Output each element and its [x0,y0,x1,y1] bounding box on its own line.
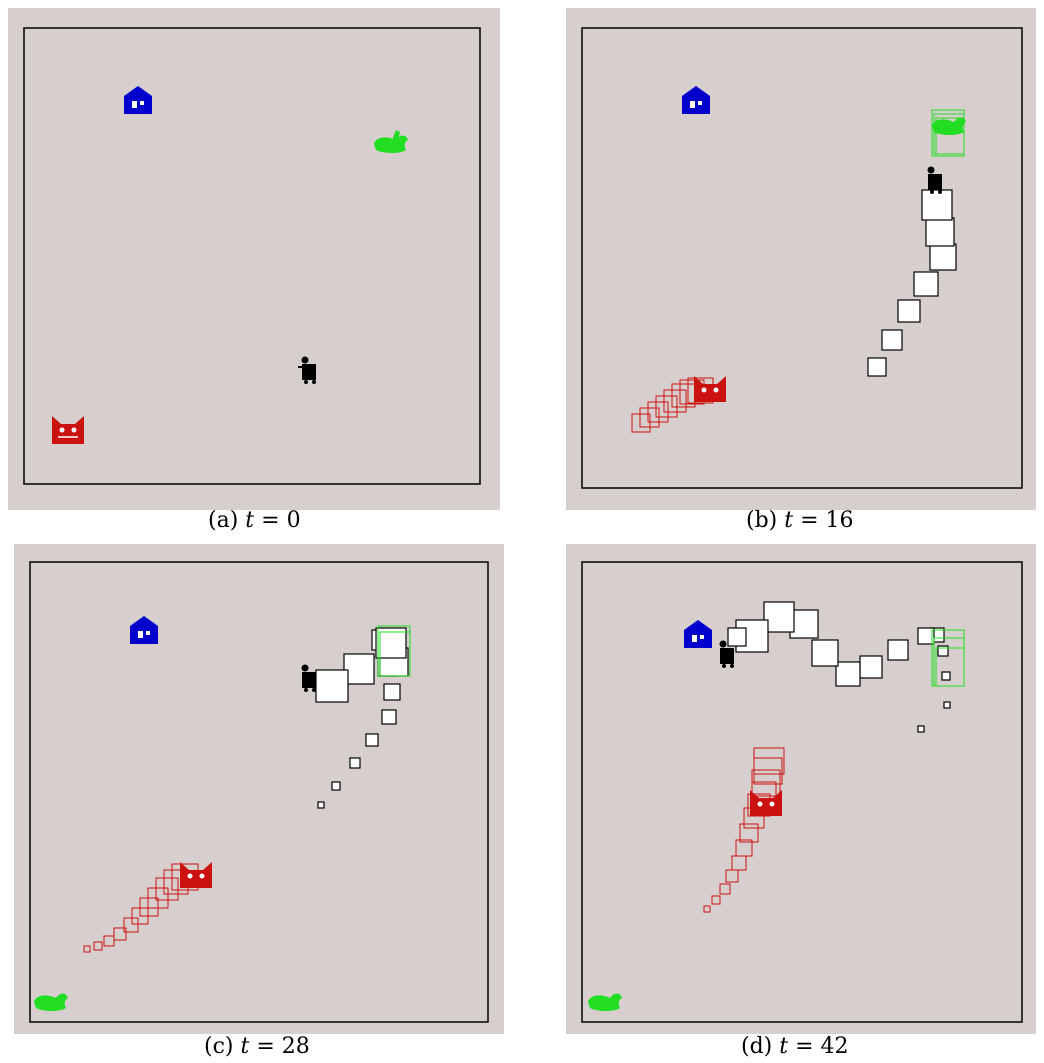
house-icon [130,616,158,644]
panel-a: (a) t = 0 [8,8,500,533]
arena-border [29,561,489,1023]
caption-label: (c) [204,1034,234,1059]
caption-value: 42 [820,1034,849,1059]
cat-icon [180,862,212,888]
caption-t: t [245,508,255,533]
caption-t: t [240,1034,250,1059]
caption-value: 28 [281,1034,310,1059]
panel-d: (d) t = 42 [566,544,1036,1059]
caption-label: (b) [746,508,778,533]
arena-c [14,544,504,1034]
caption-t: t [784,508,794,533]
agent-icon [927,166,942,194]
rabbit-icon [588,993,622,1011]
caption-value: 16 [825,508,854,533]
arena-a [8,8,500,510]
arena-background [566,8,1036,510]
arena-border [23,27,481,485]
arena-background [8,8,500,510]
house-icon [684,620,712,648]
rabbit-trail [931,629,965,687]
rabbit-icon [932,117,966,135]
panel-b: (b) t = 16 [566,8,1036,533]
house-icon [682,86,710,114]
caption-c: (c) t = 28 [204,1034,310,1059]
arena-border [581,561,1023,1023]
caption-eq: = [800,508,819,533]
agent-trail [867,189,957,377]
arena-border [581,27,1023,489]
cat-icon [694,376,726,402]
caption-b: (b) t = 16 [746,508,854,533]
arena-d [566,544,1036,1034]
caption-label: (a) [208,508,239,533]
arena-background [14,544,504,1034]
agent-icon [719,640,734,668]
rabbit-icon [374,130,408,153]
cat-trail [703,747,785,913]
caption-label: (d) [741,1034,773,1059]
cat-icon [52,416,84,444]
rabbit-trail [931,109,965,157]
caption-value: 0 [286,508,301,533]
caption-eq: = [261,508,280,533]
cat-trail [631,377,714,433]
agent-icon [301,664,316,692]
arena-b [566,8,1036,510]
agent-icon [298,356,316,384]
house-icon [124,86,152,114]
cat-icon [750,790,782,816]
caption-eq: = [256,1034,275,1059]
rabbit-trail [377,625,411,677]
caption-t: t [779,1034,789,1059]
rabbit-icon [34,993,68,1011]
panel-c: (c) t = 28 [14,544,504,1059]
caption-eq: = [795,1034,814,1059]
caption-a: (a) t = 0 [208,508,301,533]
agent-trail [727,601,951,733]
caption-d: (d) t = 42 [741,1034,849,1059]
